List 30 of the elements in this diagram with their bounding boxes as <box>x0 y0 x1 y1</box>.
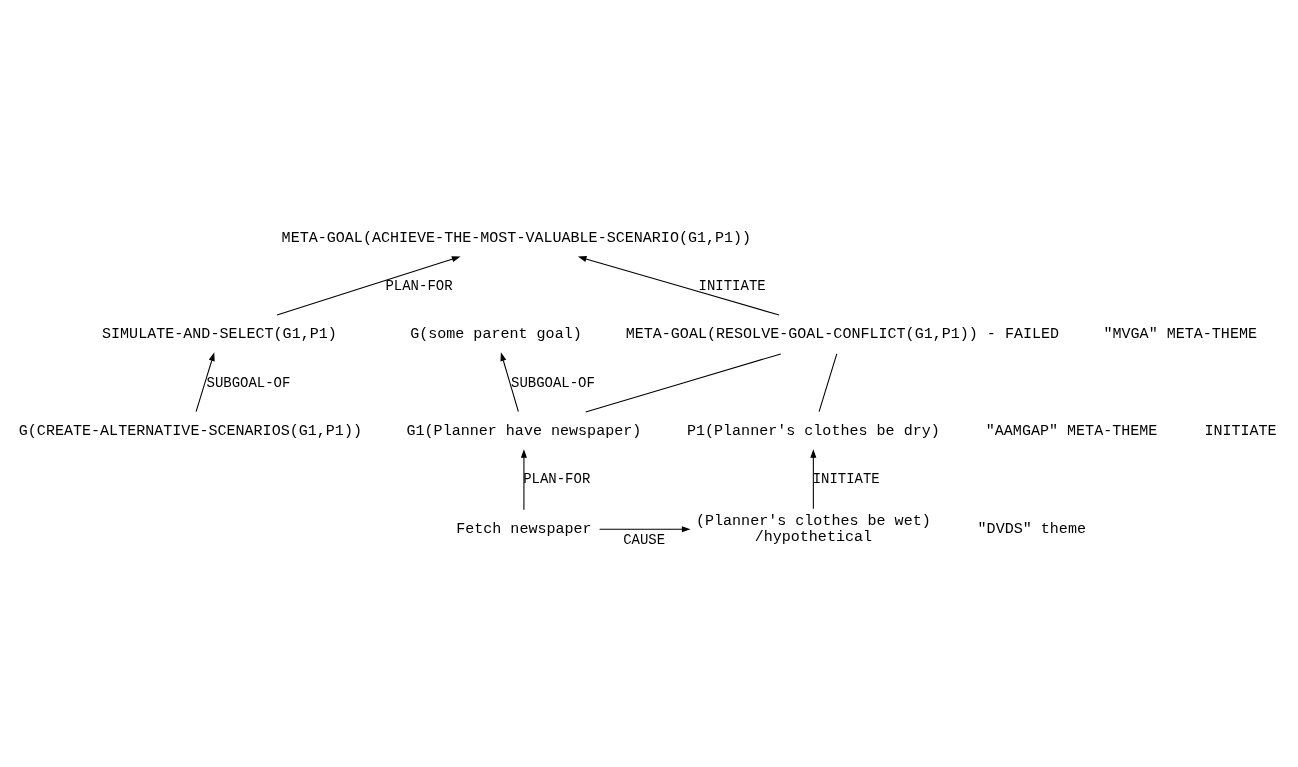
arrow <box>520 448 527 510</box>
node-label: /hypothetical <box>754 527 873 546</box>
edge-label: SUBGOAL-OF <box>206 374 291 391</box>
connector <box>818 352 838 412</box>
edge-label: INITIATE <box>812 470 880 487</box>
connector <box>585 352 782 412</box>
node-text: Fetch newspaper <box>456 519 592 538</box>
edge-label: INITIATE <box>698 277 766 294</box>
edge-label: CAUSE <box>623 531 666 548</box>
arrow <box>276 255 461 316</box>
node-text: G(CREATE-ALTERNATIVE-SCENARIOS(G1,P1)) <box>18 421 362 440</box>
label: "DVDS" theme <box>977 519 1086 538</box>
node-text: (Planner's clothes be wet) <box>695 511 931 530</box>
edge-label: PLAN-FOR <box>523 470 591 487</box>
arrow <box>599 525 691 532</box>
node-text: G1(Planner have newspaper) <box>406 421 642 440</box>
arrow <box>577 255 780 316</box>
arrow <box>500 351 519 412</box>
label: INITIATE <box>1204 421 1277 440</box>
node-text: P1(Planner's clothes be dry) <box>686 421 940 440</box>
edge-label: SUBGOAL-OF <box>511 374 595 391</box>
node-text: META-GOAL(ACHIEVE-THE-MOST-VALUABLE-SCENARIO(G1,P1)) <box>281 228 752 247</box>
node-text: META-GOAL(RESOLVE-GOAL-CONFLICT(G1,P1)) - FAILED <box>625 324 1060 343</box>
label: "AAMGAP" META-THEME <box>985 421 1158 440</box>
arrow <box>810 448 817 509</box>
edge-label: PLAN-FOR <box>385 277 453 294</box>
label: "MVGA" META-THEME <box>1103 324 1258 343</box>
node-text: SIMULATE-AND-SELECT(G1,P1) <box>102 324 337 343</box>
node-text: G(some parent goal) <box>410 324 582 343</box>
arrow <box>195 351 215 412</box>
